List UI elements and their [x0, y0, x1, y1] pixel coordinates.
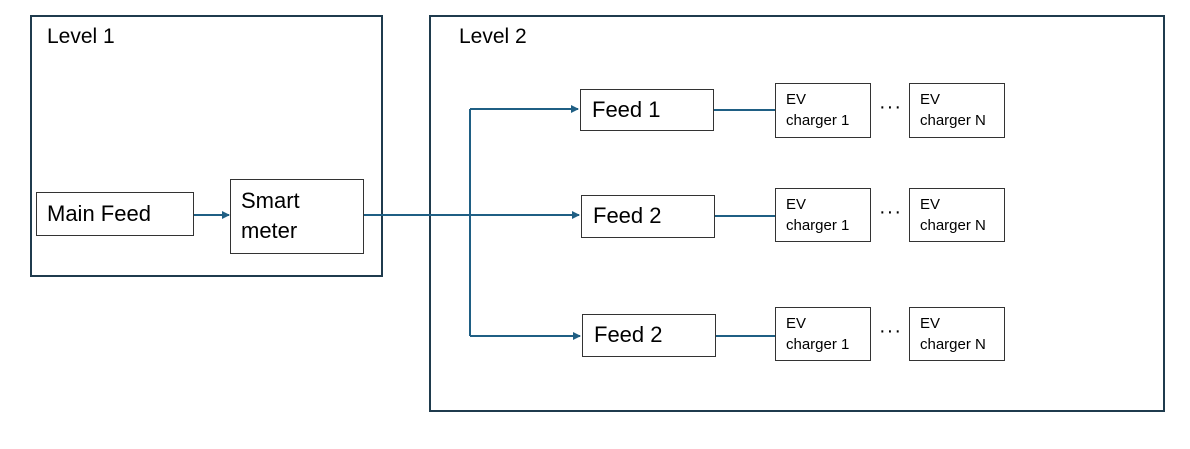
- feed-label: Feed 2: [594, 322, 663, 347]
- level-2-container: Level 2: [429, 15, 1165, 412]
- smart-meter-label: Smart meter: [241, 188, 300, 243]
- ev-charger-first-label: EV charger 1: [786, 315, 850, 353]
- ev-charger-last-label: EV charger N: [920, 196, 986, 234]
- ev-charger-first-box: EV charger 1: [775, 188, 871, 242]
- feed-label: Feed 2: [593, 203, 662, 228]
- ev-charger-last-label: EV charger N: [920, 315, 986, 353]
- ev-charger-last-box: EV charger N: [909, 83, 1005, 138]
- ev-charger-first-box: EV charger 1: [775, 307, 871, 361]
- ellipsis: ···: [879, 96, 902, 118]
- main-feed-label: Main Feed: [47, 201, 151, 226]
- feed-label: Feed 1: [592, 97, 661, 122]
- level-1-container: Level 1: [30, 15, 383, 277]
- feed-box: Feed 1: [580, 89, 714, 131]
- level-2-title: Level 2: [459, 25, 527, 48]
- ev-charger-first-label: EV charger 1: [786, 91, 850, 129]
- feed-box: Feed 2: [581, 195, 715, 238]
- ellipsis: ···: [879, 201, 902, 223]
- main-feed-box: Main Feed: [36, 192, 194, 236]
- ev-charger-first-box: EV charger 1: [775, 83, 871, 138]
- ev-charger-last-label: EV charger N: [920, 91, 986, 129]
- level-1-title: Level 1: [47, 25, 115, 48]
- smart-meter-box: Smart meter: [230, 179, 364, 254]
- ev-charger-last-box: EV charger N: [909, 307, 1005, 361]
- ev-charger-last-box: EV charger N: [909, 188, 1005, 242]
- ellipsis: ···: [879, 320, 902, 342]
- feed-box: Feed 2: [582, 314, 716, 357]
- ev-charger-first-label: EV charger 1: [786, 196, 850, 234]
